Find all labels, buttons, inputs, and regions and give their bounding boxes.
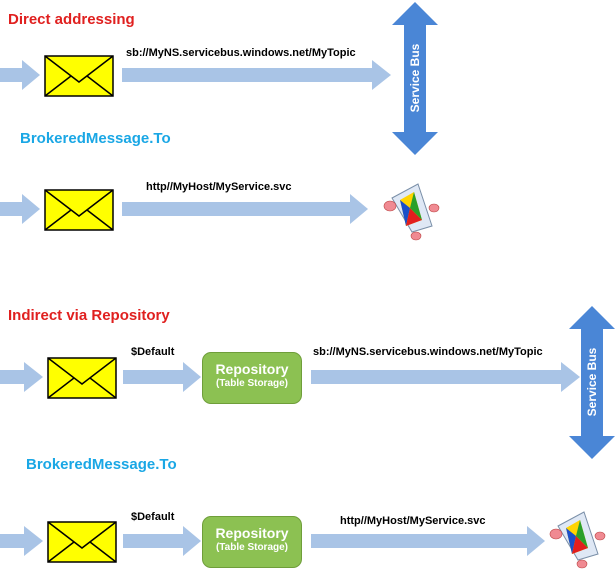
to-repository-arrow-2 <box>123 526 201 556</box>
direct-arrow-1 <box>122 60 391 90</box>
service-bus-label: Service Bus <box>585 347 599 417</box>
repository-box: Repository (Table Storage) <box>202 352 302 404</box>
indirect-title: Indirect via Repository <box>8 307 170 324</box>
to-repository-arrow-1 <box>123 362 201 392</box>
indirect-url-2: http//MyHost/MyService.svc <box>340 515 486 527</box>
repository-label: Repository <box>215 525 289 541</box>
repository-to-bus-arrow <box>311 362 580 392</box>
direct-url-1: sb://MyNS.servicebus.windows.net/MyTopic <box>126 47 356 59</box>
direct-arrow-2 <box>122 194 368 224</box>
service-bus-label: Service Bus <box>408 43 422 113</box>
indirect-subtitle: BrokeredMessage.To <box>26 456 177 473</box>
double-arrow-icon <box>392 2 438 155</box>
service-endpoint-icon <box>549 511 606 569</box>
envelope-icon <box>47 357 117 399</box>
envelope-icon <box>44 189 114 231</box>
service-endpoint-icon <box>383 183 440 241</box>
direct-url-2: http//MyHost/MyService.svc <box>146 181 292 193</box>
repository-box: Repository (Table Storage) <box>202 516 302 568</box>
double-arrow-icon <box>569 306 615 459</box>
envelope-icon <box>47 521 117 563</box>
direct-addressing-title: Direct addressing <box>8 11 135 28</box>
incoming-arrow <box>0 194 40 224</box>
envelope-icon <box>44 55 114 97</box>
incoming-arrow <box>0 60 40 90</box>
incoming-arrow <box>0 526 43 556</box>
address-default-2: $Default <box>131 511 175 523</box>
repository-sublabel: (Table Storage) <box>215 542 289 553</box>
repository-to-endpoint-arrow <box>311 526 545 556</box>
incoming-arrow <box>0 362 43 392</box>
indirect-url-1: sb://MyNS.servicebus.windows.net/MyTopic <box>313 346 543 358</box>
direct-subtitle: BrokeredMessage.To <box>20 130 171 147</box>
repository-label: Repository <box>215 361 289 377</box>
address-default-1: $Default <box>131 346 175 358</box>
repository-sublabel: (Table Storage) <box>215 378 289 389</box>
